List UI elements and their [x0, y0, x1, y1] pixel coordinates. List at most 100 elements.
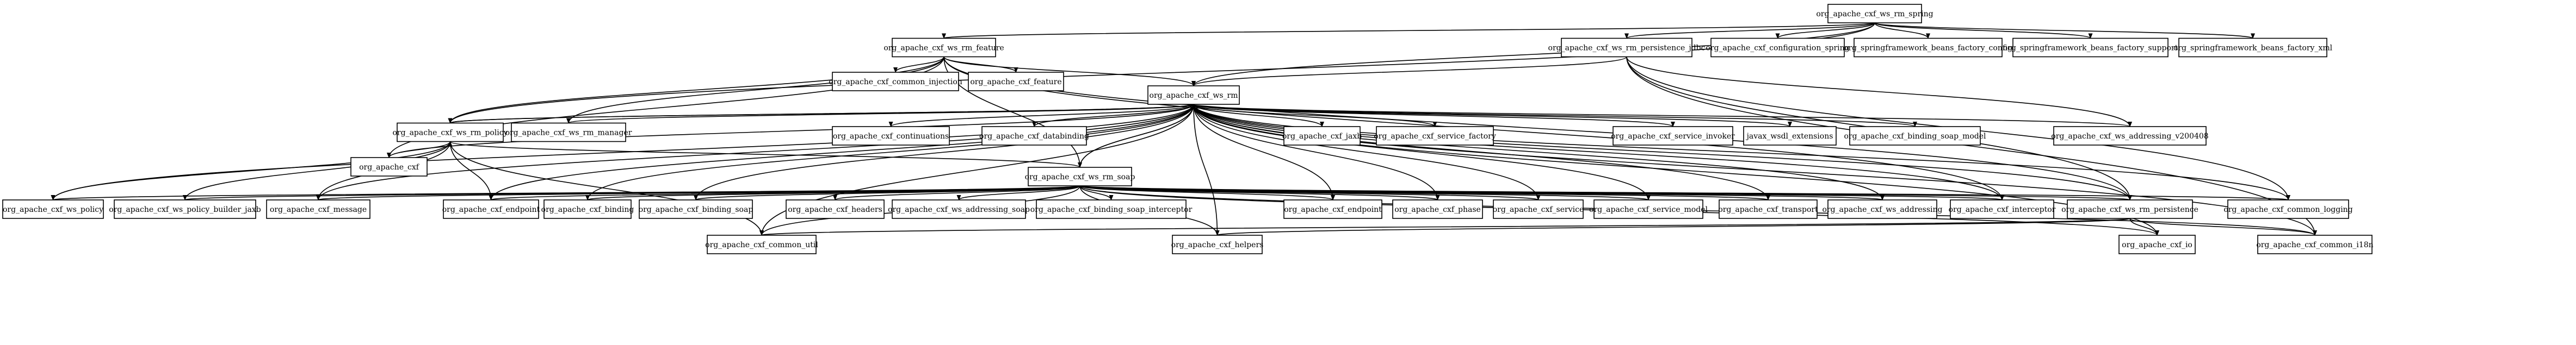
node-configuration-spring[interactable]: org_apache_cxf_configuration_spring: [1706, 37, 1850, 58]
node-databinding[interactable]: org_apache_cxf_databinding: [979, 126, 1089, 146]
edge-path: [888, 104, 1194, 127]
node-label: org_apache_cxf_helpers: [1171, 241, 1264, 249]
node-binding[interactable]: org_apache_cxf_binding: [541, 199, 634, 219]
node-javax-wsdl-extensions[interactable]: javax_wsdl_extensions: [1743, 126, 1837, 146]
node-box: [1172, 235, 1263, 254]
node-ws-rm[interactable]: org_apache_cxf_ws_rm: [1147, 85, 1240, 105]
node-label: org_apache_cxf_binding_soap_model: [1844, 132, 1986, 141]
node-box: [1849, 126, 1981, 146]
node-label: org_apache_cxf_transport: [1718, 205, 1818, 214]
node-io[interactable]: org_apache_cxf_io: [2118, 235, 2196, 254]
edge-path: [183, 141, 451, 200]
node-box: [2178, 37, 2327, 58]
node-label: org_apache_cxf_interceptor: [1949, 205, 2056, 214]
edge-path: [760, 218, 2130, 236]
node-box: [543, 199, 632, 219]
node-endpoint[interactable]: org_apache_cxf_endpoint: [442, 199, 540, 219]
node-label: org_apache_cxf_common_i18n: [2256, 241, 2373, 249]
node-message[interactable]: org_apache_cxf_message: [266, 199, 370, 219]
node-layer: org_apache_cxf_ws_rm_spring org_apache_cx…: [2, 4, 2374, 254]
edge-ws_rm_soap-to-ws_policy: [51, 185, 1080, 200]
edge-path: [1193, 104, 2290, 200]
node-box: [114, 199, 256, 219]
node-box: [968, 72, 1064, 91]
node-common-injection[interactable]: org_apache_cxf_common_injection: [829, 72, 962, 91]
node-binding-soap-model[interactable]: org_apache_cxf_binding_soap_model: [1844, 126, 1986, 146]
node-phase[interactable]: org_apache_cxf_phase: [1392, 199, 1483, 219]
edge-ws_rm-to-ws_rm_persistence: [1193, 104, 2132, 200]
node-cxf[interactable]: org_apache_cxf: [350, 157, 428, 177]
node-sf-beans-factory-config[interactable]: org_springframework_beans_factory_config: [1844, 37, 2012, 58]
node-box: [1719, 199, 1818, 219]
node-feature[interactable]: org_apache_cxf_feature: [968, 72, 1064, 91]
node-label: org_apache_cxf_ws_rm: [1150, 91, 1238, 100]
node-ws-rm-policy[interactable]: org_apache_cxf_ws_rm_policy: [392, 122, 508, 142]
node-transport[interactable]: org_apache_cxf_transport: [1718, 199, 1818, 219]
node-common-logging[interactable]: org_apache_cxf_common_logging: [2223, 199, 2353, 219]
node-endpoint2[interactable]: org_apache_cxf_endpoint: [1283, 199, 1382, 219]
node-ws-policy-builder-jaxb[interactable]: org_apache_cxf_ws_policy_builder_jaxb: [109, 199, 261, 219]
edge-ws_rm-to-phase: [1193, 104, 1440, 200]
node-box: [1283, 126, 1361, 146]
node-ws-rm-persistence-jdbc[interactable]: org_apache_cxf_ws_rm_persistence_jdbc: [1548, 37, 1706, 58]
node-box: [397, 122, 504, 142]
node-binding-soap-interceptor[interactable]: org_apache_cxf_binding_soap_interceptor: [1030, 199, 1193, 219]
edge-path: [1874, 22, 2255, 39]
edge-ws_rm-to-databinding: [1032, 104, 1194, 127]
node-ws-rm-spring[interactable]: org_apache_cxf_ws_rm_spring: [1816, 4, 1933, 23]
node-ws-policy[interactable]: org_apache_cxf_ws_policy: [2, 199, 104, 219]
node-service-invoker[interactable]: org_apache_cxf_service_invoker: [1611, 126, 1735, 146]
node-ws-rm-persistence[interactable]: org_apache_cxf_ws_rm_persistence: [2061, 199, 2198, 219]
edge-path: [1079, 185, 1114, 200]
node-ws-addressing[interactable]: org_apache_cxf_ws_addressing: [1822, 199, 1943, 219]
node-service-factory[interactable]: org_apache_cxf_service_factory: [1374, 126, 1496, 146]
node-label: javax_wsdl_extensions: [1746, 132, 1833, 141]
node-interceptor[interactable]: org_apache_cxf_interceptor: [1949, 199, 2056, 219]
edge-ws_rm_soap-to-headers: [833, 185, 1080, 200]
edge-ws_rm-to-endpoint: [489, 104, 1194, 200]
edge-path: [566, 57, 944, 124]
edge-ws_rm_policy-to-endpoint: [449, 141, 493, 200]
edge-ws_rm_soap-to-ws_addressing_soap: [956, 185, 1080, 200]
edge-ws_rm_persistence-to-io: [2129, 218, 2159, 236]
node-ws-rm-feature[interactable]: org_apache_cxf_ws_rm_feature: [884, 37, 1004, 58]
node-helpers[interactable]: org_apache_cxf_helpers: [1171, 235, 1264, 254]
node-box: [1028, 167, 1132, 186]
node-box: [639, 199, 753, 219]
node-common-util[interactable]: org_apache_cxf_common_util: [705, 235, 818, 254]
node-ws-addressing-v200408[interactable]: org_apache_cxf_ws_addressing_v200408: [2051, 126, 2209, 146]
edge-path: [1193, 104, 2004, 200]
node-service-model[interactable]: org_apache_cxf_service_model: [1589, 199, 1708, 219]
node-ws-rm-manager[interactable]: org_apache_cxf_ws_rm_manager: [505, 122, 632, 142]
node-box: [2067, 199, 2193, 219]
node-service[interactable]: org_apache_cxf_service: [1493, 199, 1584, 219]
edge-path: [1874, 22, 2093, 39]
node-label: org_apache_cxf_databinding: [979, 132, 1089, 141]
node-ws-addressing-soap[interactable]: org_apache_cxf_ws_addressing_soap: [888, 199, 1030, 219]
edge-path: [942, 22, 1875, 39]
node-box: [266, 199, 370, 219]
edge-ws_rm_feature-to-feature: [943, 57, 1018, 73]
edge-path: [1624, 22, 1875, 39]
node-continuations[interactable]: org_apache_cxf_continuations: [832, 126, 950, 146]
node-label: org_apache_cxf_service_factory: [1374, 132, 1496, 141]
edge-ws_rm-to-binding_soap: [694, 104, 1194, 200]
node-jaxb[interactable]: org_apache_cxf_jaxb: [1282, 126, 1362, 146]
node-headers[interactable]: org_apache_cxf_headers: [786, 199, 885, 219]
node-ws-rm-soap[interactable]: org_apache_cxf_ws_rm_soap: [1025, 167, 1135, 186]
node-binding-soap[interactable]: org_apache_cxf_binding_soap: [639, 199, 753, 219]
node-label: org_apache_cxf_ws_policy: [3, 205, 103, 214]
edge-path: [1079, 185, 2290, 200]
node-sf-beans-factory-xml[interactable]: org_springframework_beans_factory_xml: [2173, 37, 2333, 58]
node-label: org_apache_cxf_ws_rm_policy: [392, 129, 508, 137]
node-common-i18n[interactable]: org_apache_cxf_common_i18n: [2256, 235, 2374, 254]
node-sf-beans-factory-support[interactable]: org_springframework_beans_factory_suppor…: [2003, 37, 2178, 58]
edge-path: [448, 141, 1080, 168]
node-box: [832, 72, 959, 91]
node-label: org_springframework_beans_factory_config: [1844, 44, 2012, 53]
node-box: [892, 37, 996, 58]
edge-ws_rm_persistence-to-helpers: [1215, 218, 2130, 236]
edge-ws_rm-to-message: [316, 104, 1194, 200]
edge-path: [316, 104, 1194, 200]
node-label: org_apache_cxf_ws_rm_soap: [1025, 173, 1135, 181]
